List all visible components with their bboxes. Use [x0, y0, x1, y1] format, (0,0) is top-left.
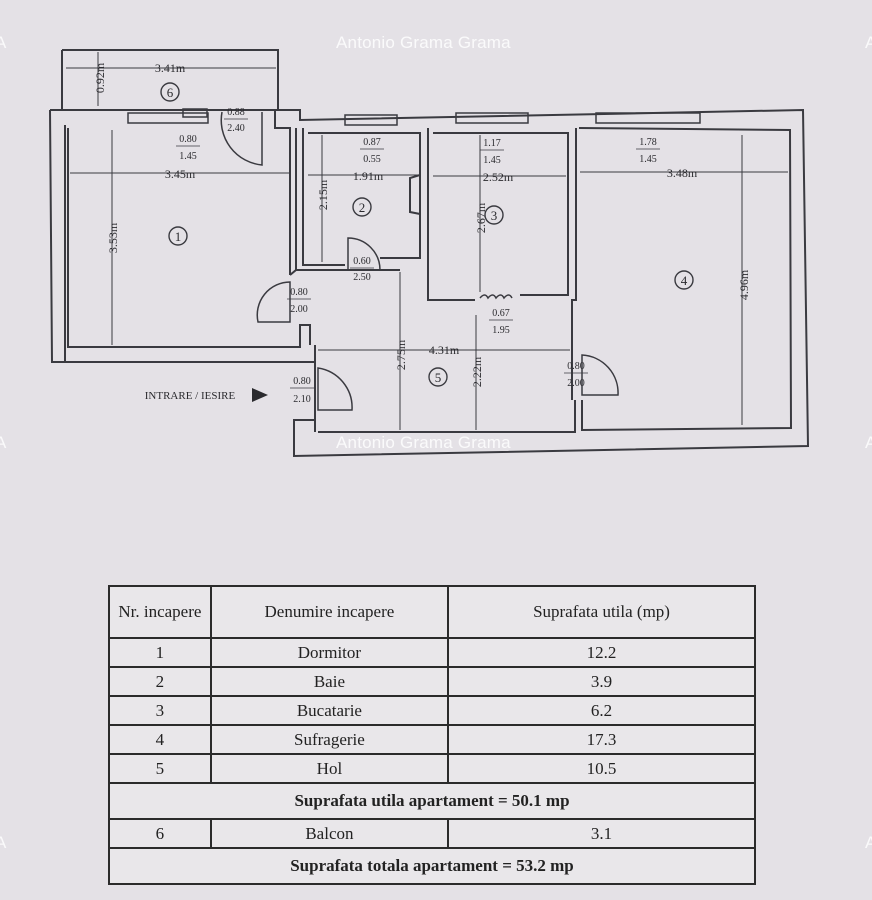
opening-door4-h: 2.00 — [567, 378, 585, 389]
windows — [127, 108, 701, 126]
subtotal-text: Suprafata utila apartament = 50.1 mp — [108, 782, 756, 820]
total-text: Suprafata totala apartament = 53.2 mp — [108, 847, 756, 885]
cell-area: 10.5 — [447, 753, 756, 784]
table-row: 4 Sufragerie 17.3 — [108, 724, 756, 755]
opening-door1-h: 2.00 — [290, 304, 308, 315]
opening-door3-h: 1.95 — [492, 325, 510, 336]
cell-nr: 3 — [108, 695, 212, 726]
opening-window2-w: 0.87 — [363, 137, 381, 148]
room-number-6: 6 — [167, 85, 174, 100]
room-number-4: 4 — [681, 273, 688, 288]
watermark-top: Antonio Grama Grama — [336, 33, 511, 52]
entrance-label: INTRARE / IESIRE — [145, 390, 236, 402]
cell-name: Dormitor — [209, 637, 450, 668]
watermark-edge-mr: A — [865, 433, 872, 452]
dim-room3-width: 2.52m — [483, 170, 514, 184]
opening-window4-w: 1.78 — [639, 137, 657, 148]
cell-nr: 6 — [108, 818, 212, 849]
dim-hall-height-a: 2.75m — [394, 339, 408, 370]
cell-nr: 4 — [108, 724, 212, 755]
table-row-balcony: 6 Balcon 3.1 — [108, 818, 756, 849]
opening-window3-w: 1.17 — [483, 138, 501, 149]
cell-area: 6.2 — [447, 695, 756, 726]
dim-hall-height-b: 2.22m — [470, 356, 484, 387]
opening-window1-w: 0.80 — [179, 134, 197, 145]
dim-room2-height: 2.15m — [316, 179, 330, 210]
dim-room4-height: 4.96m — [737, 269, 751, 300]
dim-room4-width: 3.48m — [667, 166, 698, 180]
cell-name: Hol — [209, 753, 450, 784]
cell-area: 12.2 — [447, 637, 756, 668]
opening-window3-h: 1.45 — [483, 155, 501, 166]
cell-name: Bucatarie — [209, 695, 450, 726]
room-number-2: 2 — [359, 200, 366, 215]
door-swings — [220, 111, 619, 411]
room-number-3: 3 — [491, 208, 498, 223]
cell-nr: 2 — [108, 666, 212, 697]
watermark-edge-br: A — [865, 833, 872, 852]
interior-walls — [296, 128, 569, 432]
total-row: Suprafata totala apartament = 53.2 mp — [108, 847, 756, 885]
dimension-lines — [66, 52, 788, 430]
entrance-arrow-icon — [252, 388, 268, 402]
table-header-row: Nr. incapere Denumire incapere Suprafata… — [108, 585, 756, 639]
cell-area: 3.1 — [447, 818, 756, 849]
header-room-name: Denumire incapere — [209, 585, 450, 639]
floor-plan: 1 2 3 4 5 6 3.41m 0.92m 3.45m 3.53m 1.91… — [49, 49, 810, 458]
room-number-5: 5 — [435, 370, 442, 385]
dim-room3-height: 2.67m — [474, 202, 488, 233]
cell-nr: 5 — [108, 753, 212, 784]
header-area: Suprafata utila (mp) — [447, 585, 756, 639]
dim-room1-width: 3.45m — [165, 167, 196, 181]
watermark-edge-tl: A — [0, 33, 7, 52]
opening-door2-w: 0.60 — [353, 256, 371, 267]
header-room-number: Nr. incapere — [108, 585, 212, 639]
watermark-edge-tr: A — [865, 33, 872, 52]
opening-door3-w: 0.67 — [492, 308, 510, 319]
dim-balcony-width: 3.41m — [155, 61, 186, 75]
opening-balcony-door-w: 0.88 — [227, 107, 245, 118]
opening-window1-h: 1.45 — [179, 151, 197, 162]
room-area-table: Nr. incapere Denumire incapere Suprafata… — [108, 585, 756, 885]
opening-window4-h: 1.45 — [639, 154, 657, 165]
dim-balcony-depth: 0.92m — [93, 62, 107, 93]
opening-door2-h: 2.50 — [353, 272, 371, 283]
cell-name: Sufragerie — [209, 724, 450, 755]
balcony-outline — [61, 49, 279, 110]
opening-balcony-door-h: 2.40 — [227, 123, 245, 134]
room-number-1: 1 — [175, 229, 182, 244]
room-number-markers — [160, 82, 694, 387]
cell-nr: 1 — [108, 637, 212, 668]
cell-name: Baie — [209, 666, 450, 697]
opening-door4-w: 0.80 — [567, 361, 585, 372]
cell-area: 17.3 — [447, 724, 756, 755]
cell-name: Balcon — [209, 818, 450, 849]
dim-hall-width: 4.31m — [429, 343, 460, 357]
opening-entrance-w: 0.80 — [293, 376, 311, 387]
watermark-middle: Antonio Grama Grama — [336, 433, 511, 452]
subtotal-row: Suprafata utila apartament = 50.1 mp — [108, 782, 756, 820]
opening-entrance-h: 2.10 — [293, 394, 311, 405]
table-row: 1 Dormitor 12.2 — [108, 637, 756, 668]
watermark-edge-bl: A — [0, 833, 7, 852]
table-row: 5 Hol 10.5 — [108, 753, 756, 784]
table-row: 3 Bucatarie 6.2 — [108, 695, 756, 726]
dim-room2-width: 1.91m — [353, 169, 384, 183]
cell-area: 3.9 — [447, 666, 756, 697]
opening-window2-h: 0.55 — [363, 154, 381, 165]
opening-door1-w: 0.80 — [290, 287, 308, 298]
table-row: 2 Baie 3.9 — [108, 666, 756, 697]
dim-room1-height: 3.53m — [106, 222, 120, 253]
watermark-edge-ml: A — [0, 433, 7, 452]
